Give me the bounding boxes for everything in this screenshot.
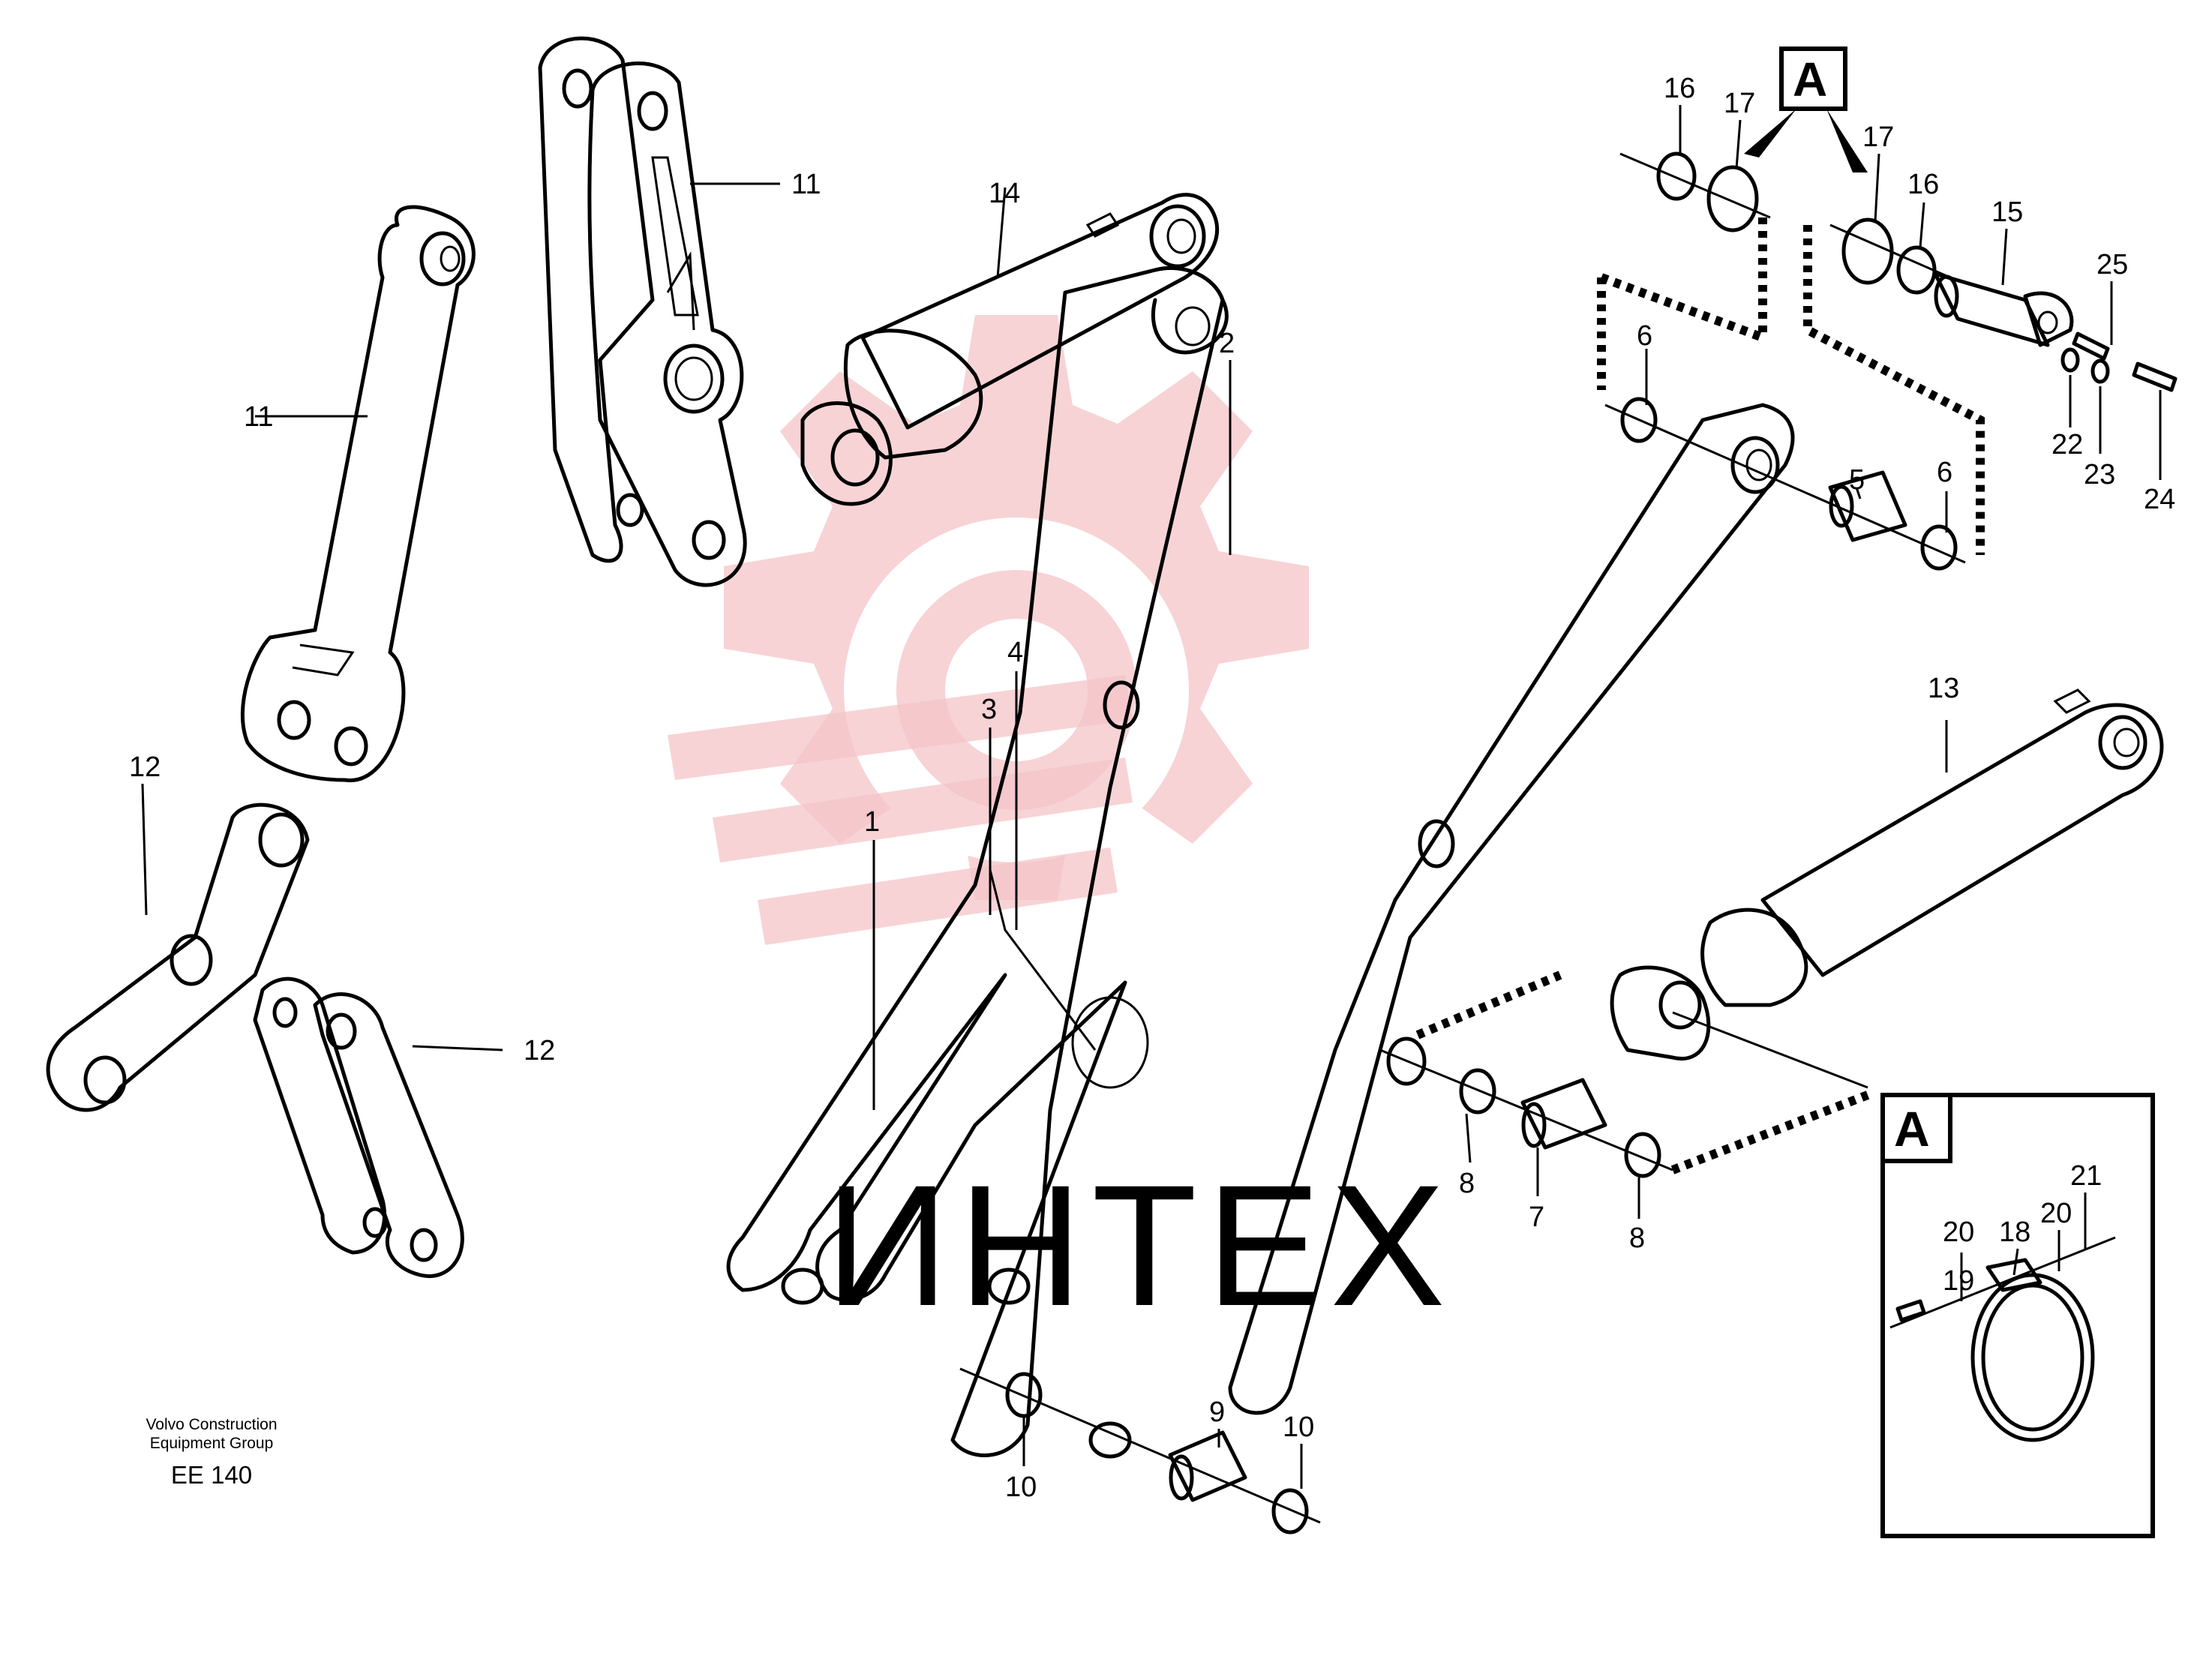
publisher-line-1: Volvo Construction <box>146 1416 277 1433</box>
leader-lines <box>141 105 2162 1489</box>
callout-21: 21 <box>2070 1160 2102 1192</box>
callout-10-a: 10 <box>1005 1472 1037 1503</box>
detail-flag-a-tag: A <box>1793 52 1827 106</box>
callout-16-b: 16 <box>1907 169 1939 200</box>
washer-23 <box>2090 358 2110 384</box>
callout-11-a: 11 <box>791 169 821 200</box>
callout-12-b: 12 <box>524 1035 555 1066</box>
watermark-text: ИНТЕХ <box>825 1149 1454 1342</box>
washer-16-a <box>1656 152 1697 201</box>
cylinder-14 <box>800 193 1220 506</box>
publisher-line-2: Equipment Group <box>150 1435 274 1452</box>
tie-rod-11 <box>240 205 476 782</box>
ring-17-b <box>1841 218 1894 285</box>
washer-10-b <box>1271 1488 1309 1534</box>
washer-10-a <box>1005 1372 1043 1418</box>
washer-22 <box>2060 347 2080 373</box>
callout-16-a: 16 <box>1664 73 1695 104</box>
callout-11-b: 11 <box>244 401 273 433</box>
callout-7: 7 <box>1529 1202 1544 1233</box>
callout-1: 1 <box>864 806 880 838</box>
dashed-routes <box>1415 218 1985 1174</box>
washer-8-b <box>1624 1132 1661 1178</box>
ring-17-a <box>1706 165 1759 232</box>
washer-6-b <box>1920 524 1958 571</box>
detail-box-a <box>1880 1093 2155 1538</box>
callout-5: 5 <box>1849 464 1865 496</box>
washer-1-hub <box>1386 1036 1427 1086</box>
callout-4: 4 <box>1007 637 1023 668</box>
pin-15 <box>1933 272 2074 347</box>
callout-13: 13 <box>1928 673 1959 704</box>
callout-23: 23 <box>2084 459 2115 490</box>
detail-flag-a <box>1744 46 1868 172</box>
watermark-gear-logo <box>668 315 1309 945</box>
washer-6-a <box>1620 397 1658 443</box>
link-11 <box>538 36 747 587</box>
bushing-9 <box>1168 1430 1247 1502</box>
callout-19: 19 <box>1943 1265 1974 1297</box>
callout-12-a: 12 <box>129 752 161 783</box>
callout-20-a: 20 <box>1943 1216 1974 1248</box>
callout-25: 25 <box>2096 249 2128 280</box>
callout-2: 2 <box>1219 328 1235 359</box>
callout-24: 24 <box>2144 484 2175 515</box>
assembly-lines <box>959 152 1966 1524</box>
callout-6-b: 6 <box>1937 457 1952 488</box>
figure-code: EE 140 <box>171 1461 252 1489</box>
nipple-25 <box>2072 332 2110 361</box>
callout-17-b: 17 <box>1862 122 1894 153</box>
callout-15: 15 <box>1991 196 2023 228</box>
callout-9: 9 <box>1209 1396 1225 1428</box>
detail-box-a-tag: A <box>1894 1101 1930 1156</box>
washer-16-b <box>1896 245 1937 295</box>
link-12-b <box>253 976 464 1278</box>
callout-22: 22 <box>2051 429 2083 460</box>
callout-8-a: 8 <box>1459 1168 1475 1199</box>
boom-1 <box>726 266 1795 1459</box>
callout-20-b: 20 <box>2040 1198 2072 1229</box>
callout-18: 18 <box>1999 1216 2030 1248</box>
callout-14: 14 <box>989 178 1020 209</box>
link-12-a <box>46 802 310 1112</box>
washer-8-a <box>1459 1068 1496 1114</box>
callout-10-b: 10 <box>1283 1412 1314 1443</box>
callout-8-b: 8 <box>1629 1222 1645 1254</box>
callout-17-a: 17 <box>1724 88 1755 119</box>
callout-6-a: 6 <box>1637 320 1652 352</box>
cylinder-13 <box>1610 688 2164 1060</box>
bushing-7 <box>1520 1078 1607 1150</box>
screw-24 <box>2132 362 2177 392</box>
bushing-5 <box>1828 470 1907 542</box>
callout-3: 3 <box>981 694 997 725</box>
